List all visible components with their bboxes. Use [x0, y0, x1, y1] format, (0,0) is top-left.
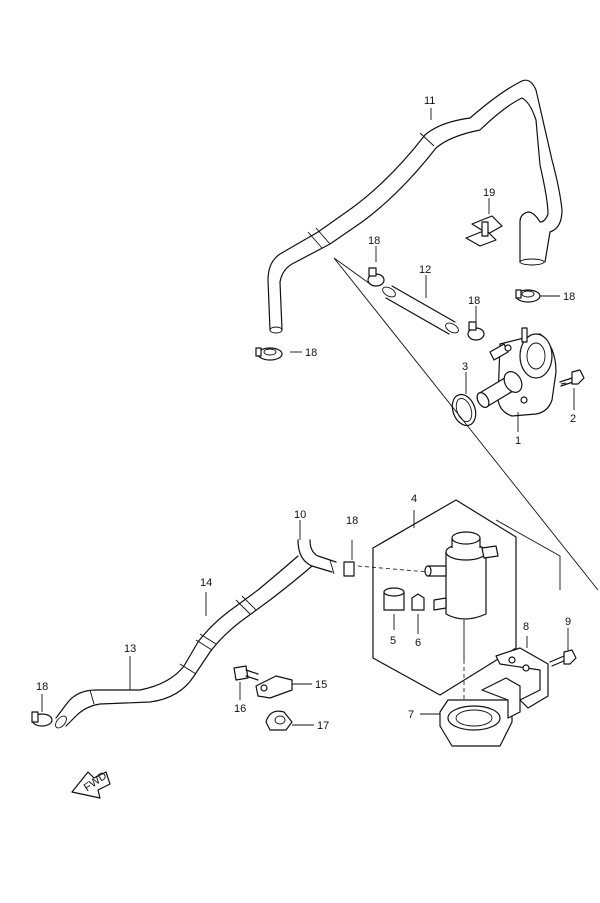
- callout-16: 16: [234, 703, 246, 715]
- callout-17: 17: [317, 720, 329, 732]
- o-ring-3: [451, 393, 477, 427]
- clamp-15: [255, 675, 312, 699]
- callout-4: 4: [411, 493, 417, 505]
- callout-18-pump: 18: [468, 295, 480, 307]
- bolt-2: [559, 369, 585, 387]
- bolt-9: [549, 628, 577, 667]
- callout-6: 6: [415, 637, 421, 649]
- clamp-17: [265, 710, 314, 731]
- bolt-16: [233, 665, 259, 700]
- hose-11: [267, 79, 563, 334]
- assembly-guide-lines: [333, 257, 599, 591]
- clip-18-hose-10: [343, 540, 355, 577]
- bracket-7: [420, 699, 513, 747]
- clip-18-pump-upper: [467, 321, 485, 341]
- clip-18-center-upper: [367, 267, 385, 287]
- fuel-pump-1: [476, 327, 557, 417]
- callout-18-hose-10: 18: [346, 515, 358, 527]
- clip-18-lower-left: [31, 694, 53, 727]
- fuel-filter: [424, 531, 499, 660]
- upper-leader-lines: [290, 108, 575, 432]
- callout-15: 15: [315, 679, 327, 691]
- seal-6: [411, 593, 425, 634]
- fwd-arrow: FWD: [71, 770, 111, 799]
- callout-18-left: 18: [305, 347, 317, 359]
- hose-10: [297, 520, 337, 575]
- callout-8: 8: [523, 621, 529, 633]
- callout-2: 2: [570, 413, 576, 425]
- callout-13: 13: [124, 643, 136, 655]
- fuel-filter-box-4: [372, 499, 517, 696]
- callout-19: 19: [483, 187, 495, 199]
- callout-18-lower-left: 18: [36, 681, 48, 693]
- filter-element-5: [383, 587, 405, 630]
- callout-18-center-upper: 18: [368, 235, 380, 247]
- callout-9: 9: [565, 616, 571, 628]
- callout-7: 7: [408, 709, 414, 721]
- callout-10: 10: [294, 509, 306, 521]
- hose-12: [382, 285, 459, 335]
- callout-labels: 11 19 18 12 18 18 18 3 2 1 4 10 18 14 9 …: [36, 95, 576, 732]
- callout-3: 3: [462, 361, 468, 373]
- callout-14: 14: [200, 577, 212, 589]
- clip-18-left-upper: [255, 347, 283, 361]
- clip-19: [465, 215, 503, 247]
- callout-5: 5: [390, 635, 396, 647]
- dashed-connectors: [357, 565, 465, 700]
- hose-13-14: [55, 555, 313, 729]
- callout-18-right: 18: [563, 291, 575, 303]
- clip-18-right-upper: [515, 289, 541, 303]
- callout-11: 11: [424, 95, 435, 107]
- bracket-8: [481, 636, 549, 719]
- callout-12: 12: [419, 264, 431, 276]
- callout-1: 1: [515, 435, 521, 447]
